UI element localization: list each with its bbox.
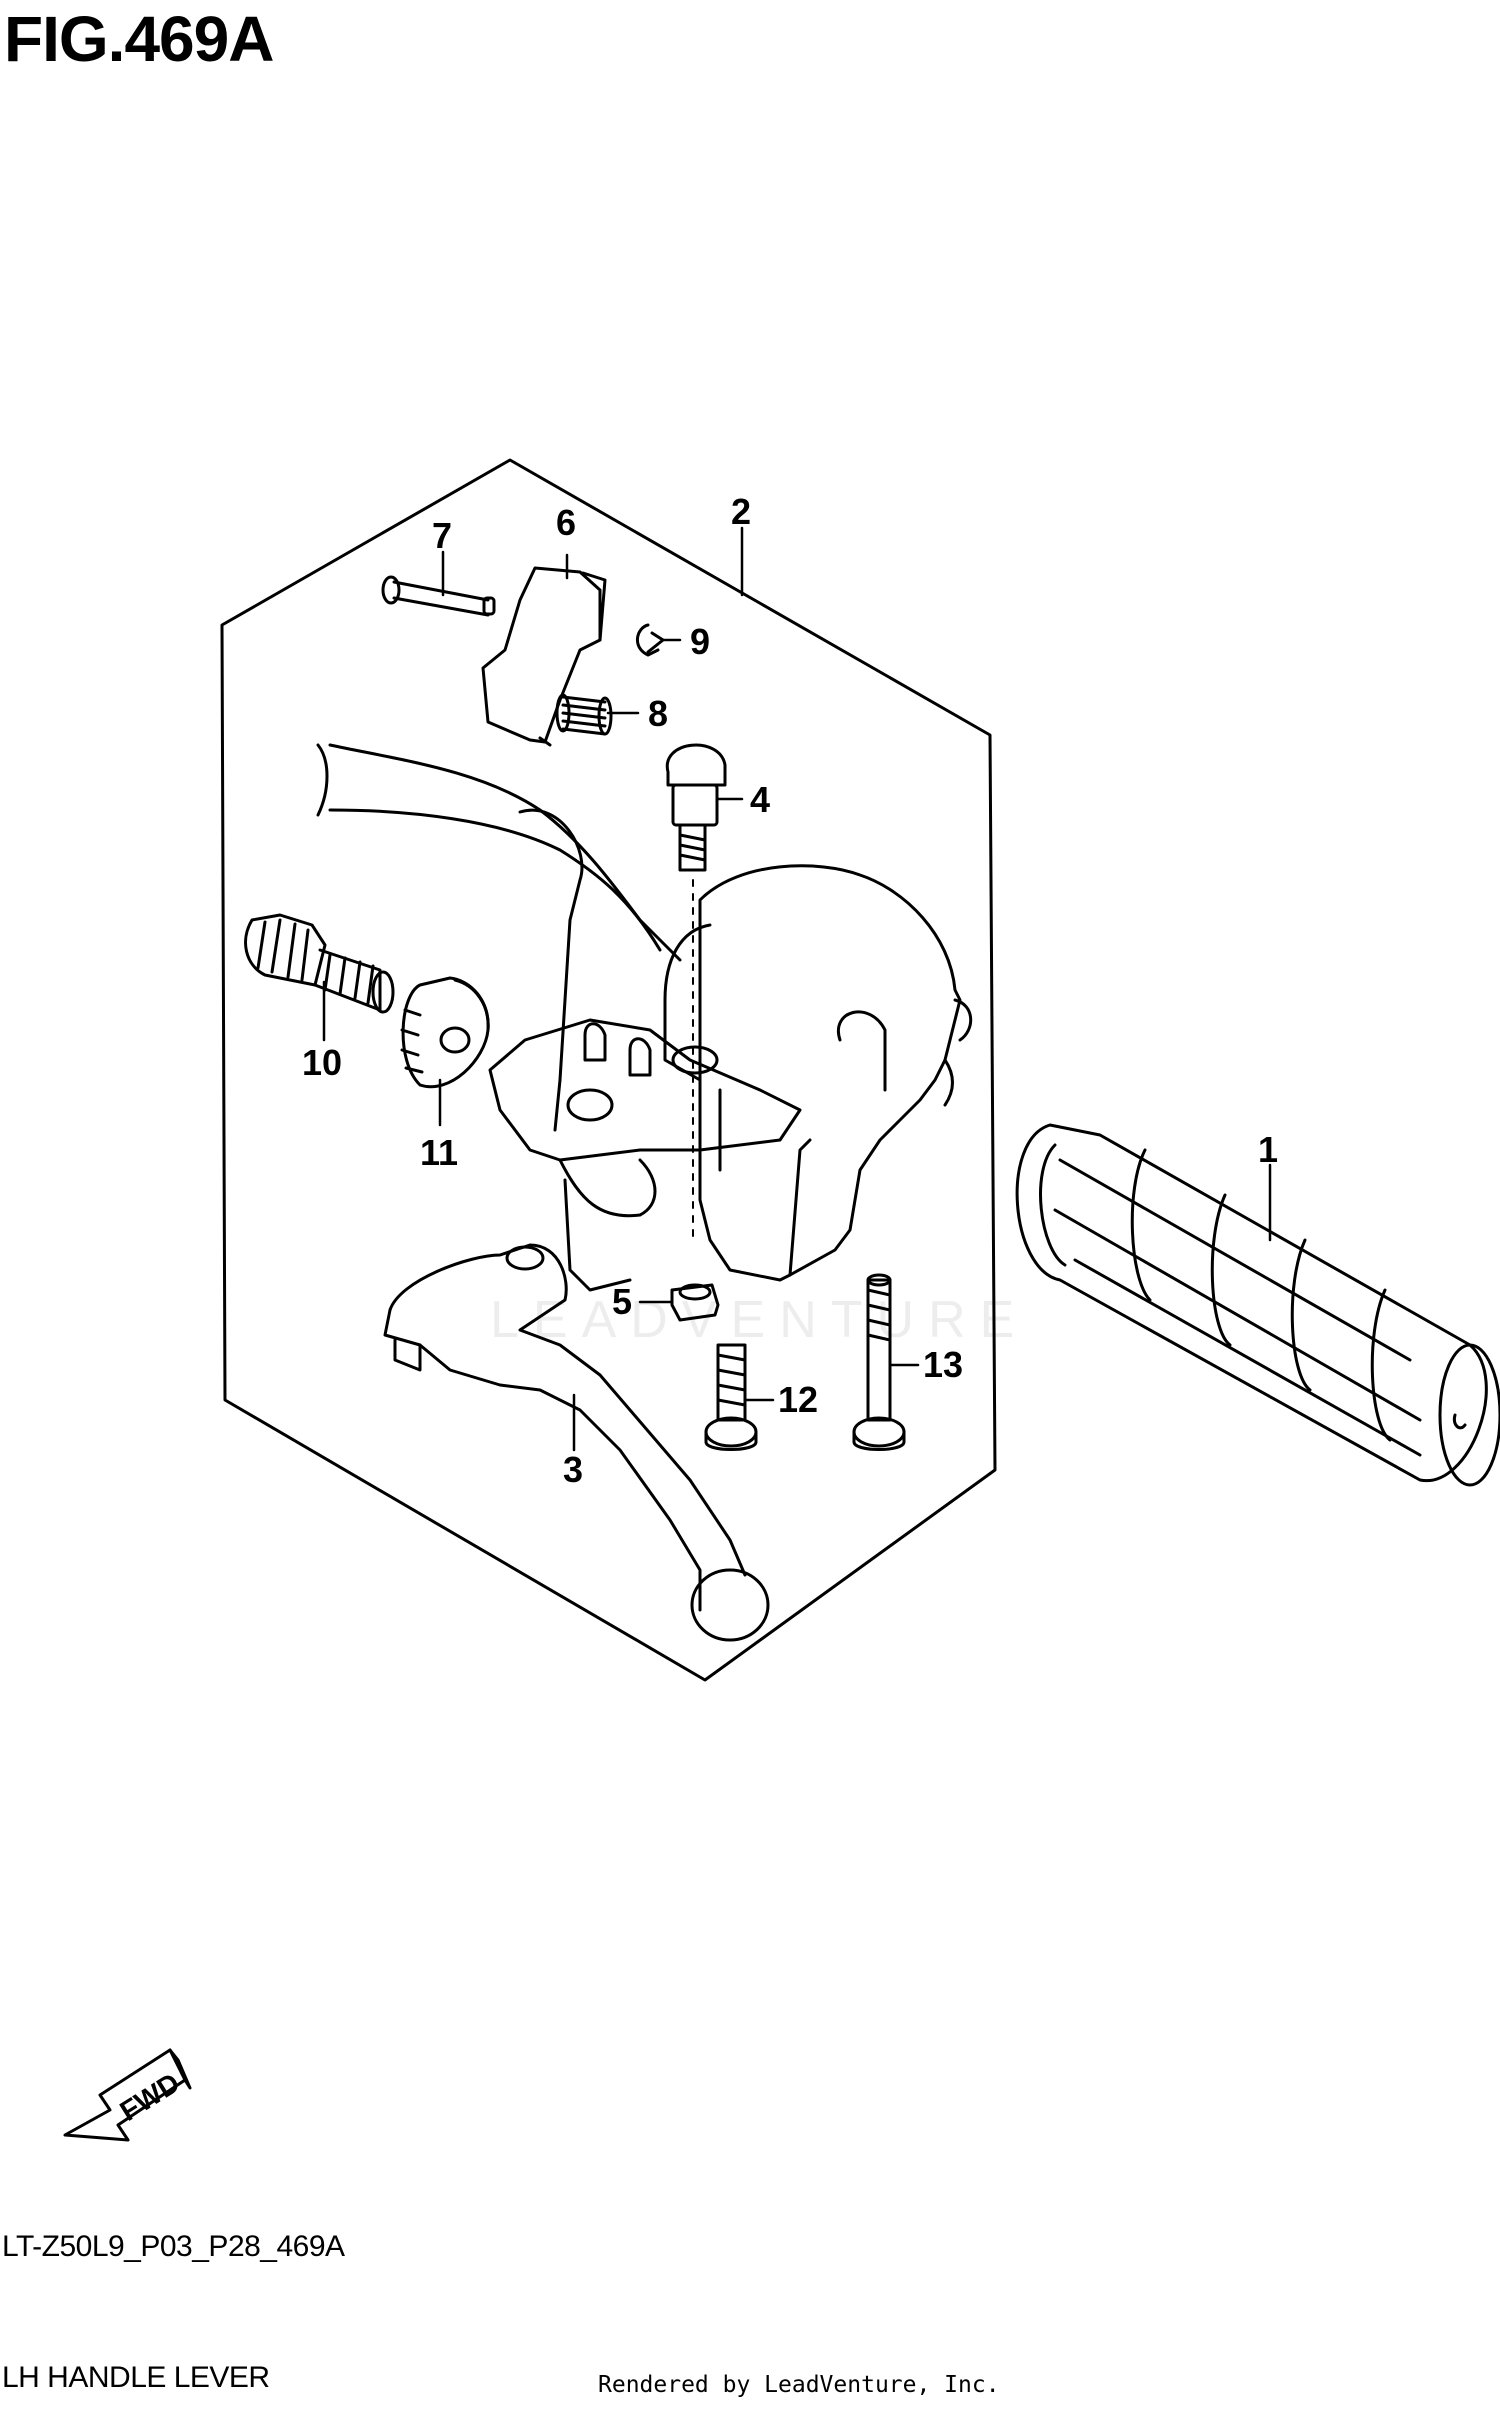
callout-4: 4 [750,779,770,820]
clutch-cable [316,743,682,1132]
callout-2: 2 [731,491,751,532]
callout-10: 10 [302,1042,342,1083]
callout-3: 3 [563,1449,583,1490]
part-6-cover [481,566,607,747]
part-13-bolt [852,1273,906,1451]
part-3-lever [383,1243,770,1642]
part-7-pin [381,575,496,617]
leader-lines [322,526,1272,1452]
part-4-bolt [665,743,727,1241]
watermark-text: LEADVENTURE [490,1291,1029,1349]
fwd-arrow-icon [63,2048,192,2142]
assembly-outline [220,458,997,1682]
fwd-label: FWD [114,2067,185,2127]
figure-title: FIG.469A [4,3,274,75]
callout-7: 7 [432,515,452,556]
part-9-clip [636,623,665,657]
callout-5: 5 [612,1281,632,1322]
callout-1: 1 [1258,1129,1278,1170]
part-name: LH HANDLE LEVER [2,2361,270,2394]
callout-12: 12 [778,1379,818,1420]
callout-11: 11 [420,1132,458,1173]
part-11-locknut [400,976,490,1089]
callout-9: 9 [690,621,710,662]
part-10-adjuster [244,913,395,1014]
part-12-screw [704,1343,758,1451]
lever-bracket [488,1018,802,1292]
render-credit: Rendered by LeadVenture, Inc. [598,2372,1000,2398]
part-code: LT-Z50L9_P03_P28_469A [2,2230,345,2263]
part-5-nut [670,1283,720,1322]
callout-13: 13 [923,1344,963,1385]
callout-8: 8 [648,693,668,734]
callout-6: 6 [556,502,576,543]
part-8-spring [555,693,613,736]
part-1-grip [1015,1123,1500,1487]
lever-housing [663,864,973,1282]
